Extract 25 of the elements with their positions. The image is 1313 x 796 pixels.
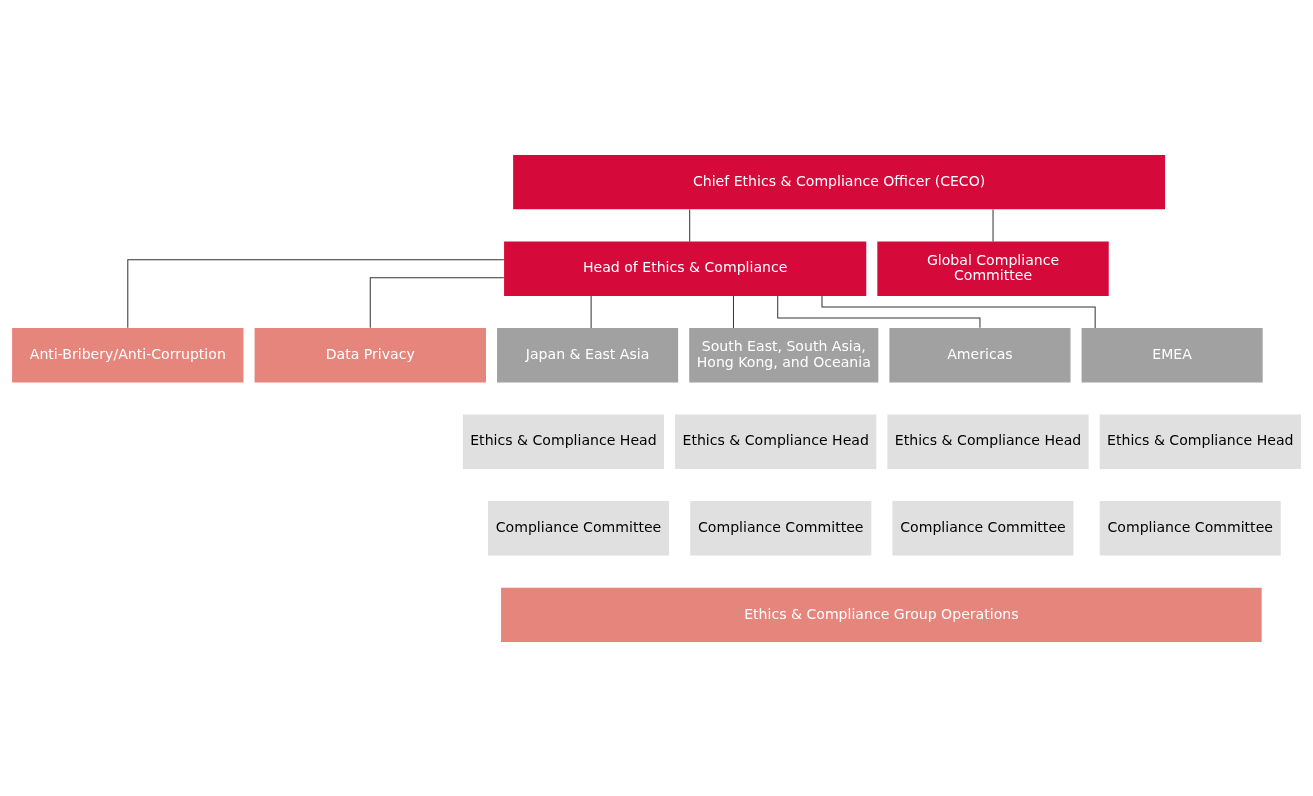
node-box: Americas xyxy=(889,327,1071,382)
node-box: Ethics & Compliance Group Operations xyxy=(501,587,1262,642)
node-box: Ethics & Compliance Head xyxy=(887,414,1089,469)
node-box: Ethics & Compliance Head xyxy=(462,414,665,469)
connector xyxy=(821,295,1096,328)
connector xyxy=(369,276,505,328)
node-box: Chief Ethics & Compliance Officer (CECO) xyxy=(513,154,1166,209)
connector xyxy=(777,294,981,328)
node-box: Global Compliance Committee xyxy=(877,241,1109,296)
node-box: Compliance Committee xyxy=(1099,500,1281,555)
node-box: EMEA xyxy=(1081,327,1263,382)
node-box: Compliance Committee xyxy=(892,500,1074,555)
connector xyxy=(127,258,505,328)
node-box: Data Privacy xyxy=(254,327,486,382)
node-box: Anti-Bribery/Anti-Corruption xyxy=(12,327,244,382)
node-box: Compliance Committee xyxy=(690,500,872,555)
connector xyxy=(590,295,592,329)
node-box: Japan & East Asia xyxy=(497,327,679,382)
node-box: Ethics & Compliance Head xyxy=(675,414,877,469)
node-box: Head of Ethics & Compliance xyxy=(504,241,867,296)
connector xyxy=(689,208,691,242)
node-box: Ethics & Compliance Head xyxy=(1099,414,1301,469)
node-box: South East, South Asia, Hong Kong, and Oceania xyxy=(689,327,879,382)
node-box: Compliance Committee xyxy=(488,500,670,555)
connector xyxy=(732,295,734,329)
